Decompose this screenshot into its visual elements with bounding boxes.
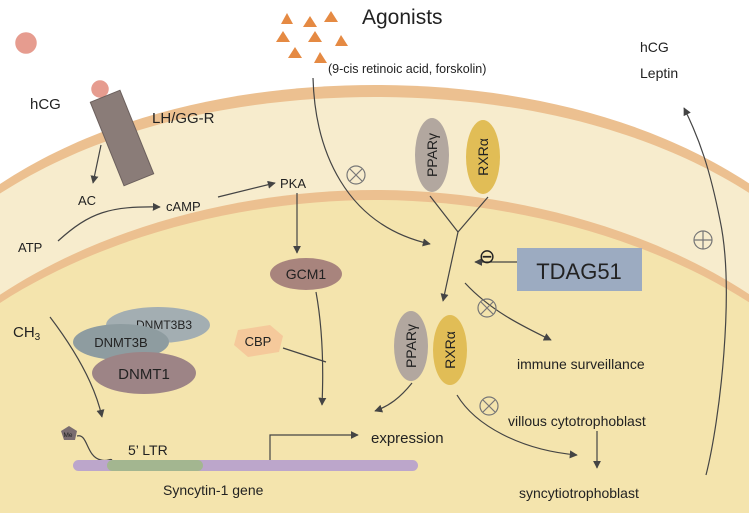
ltr-label: 5’ LTR bbox=[128, 442, 168, 458]
methyl-group-icon bbox=[61, 426, 77, 440]
dnmt3b-enzyme bbox=[73, 324, 169, 360]
rxra-label-top: RXRα bbox=[475, 138, 491, 176]
rxra-label-nucleus: RXRα bbox=[442, 331, 458, 369]
gcm1-protein bbox=[270, 258, 342, 290]
syncytiotrophoblast-label: syncytiotrophoblast bbox=[519, 485, 639, 501]
tdag51-label: TDAG51 bbox=[536, 259, 622, 284]
pparg-protein-nucleus bbox=[394, 311, 428, 381]
rxra-protein-nucleus bbox=[433, 315, 467, 385]
ch3-label: CH3 bbox=[13, 324, 41, 343]
dnmt1-enzyme bbox=[92, 352, 196, 394]
tdag51-protein bbox=[517, 248, 642, 291]
camp-label: cAMP bbox=[166, 199, 201, 214]
immune-surveillance-label: immune surveillance bbox=[517, 356, 645, 372]
dnmt1-label: DNMT1 bbox=[118, 366, 170, 383]
pparg-label-top: PPARγ bbox=[424, 133, 440, 177]
ltr-segment bbox=[107, 460, 203, 471]
circle-x-icon bbox=[477, 298, 497, 318]
agonists-label: Agonists bbox=[362, 6, 443, 29]
hcg-particle-icon bbox=[12, 29, 40, 57]
circle-x-icon bbox=[346, 165, 366, 185]
pathway-arrows bbox=[49, 77, 727, 476]
agonists-sublabel: (9-cis retinoic acid, forskolin) bbox=[328, 62, 486, 76]
ac-label: AC bbox=[78, 193, 96, 208]
pka-label: PKA bbox=[280, 176, 306, 191]
cbp-label: CBP bbox=[245, 334, 272, 349]
receptor-label: LH/GG-R bbox=[152, 110, 215, 127]
leptin-label: Leptin bbox=[640, 65, 678, 81]
dnmt3b-label: DNMT3B bbox=[94, 335, 147, 350]
gene-label: Syncytin-1 gene bbox=[163, 482, 264, 498]
atp-label: ATP bbox=[18, 240, 42, 255]
methyl-label: Me bbox=[63, 432, 72, 439]
circle-plus-icon bbox=[693, 230, 713, 250]
rxra-protein-top bbox=[466, 120, 500, 194]
cbp-protein bbox=[234, 325, 283, 357]
gcm1-label: GCM1 bbox=[286, 266, 327, 282]
agonist-molecules bbox=[276, 11, 348, 63]
circle-minus-icon: ⊖ bbox=[479, 246, 496, 268]
ch3-subscript: 3 bbox=[35, 332, 41, 343]
pparg-label-nucleus: PPARγ bbox=[403, 324, 419, 368]
lh-gg-receptor bbox=[89, 89, 155, 187]
villous-cytotrophoblast-label: villous cytotrophoblast bbox=[508, 413, 646, 429]
expression-label: expression bbox=[371, 430, 444, 447]
hcg-secreted-label: hCG bbox=[640, 39, 669, 55]
hcg-label: hCG bbox=[30, 96, 61, 113]
circle-x-icon bbox=[479, 396, 499, 416]
pparg-protein-top bbox=[415, 118, 449, 192]
ch3-base: CH bbox=[13, 324, 35, 341]
